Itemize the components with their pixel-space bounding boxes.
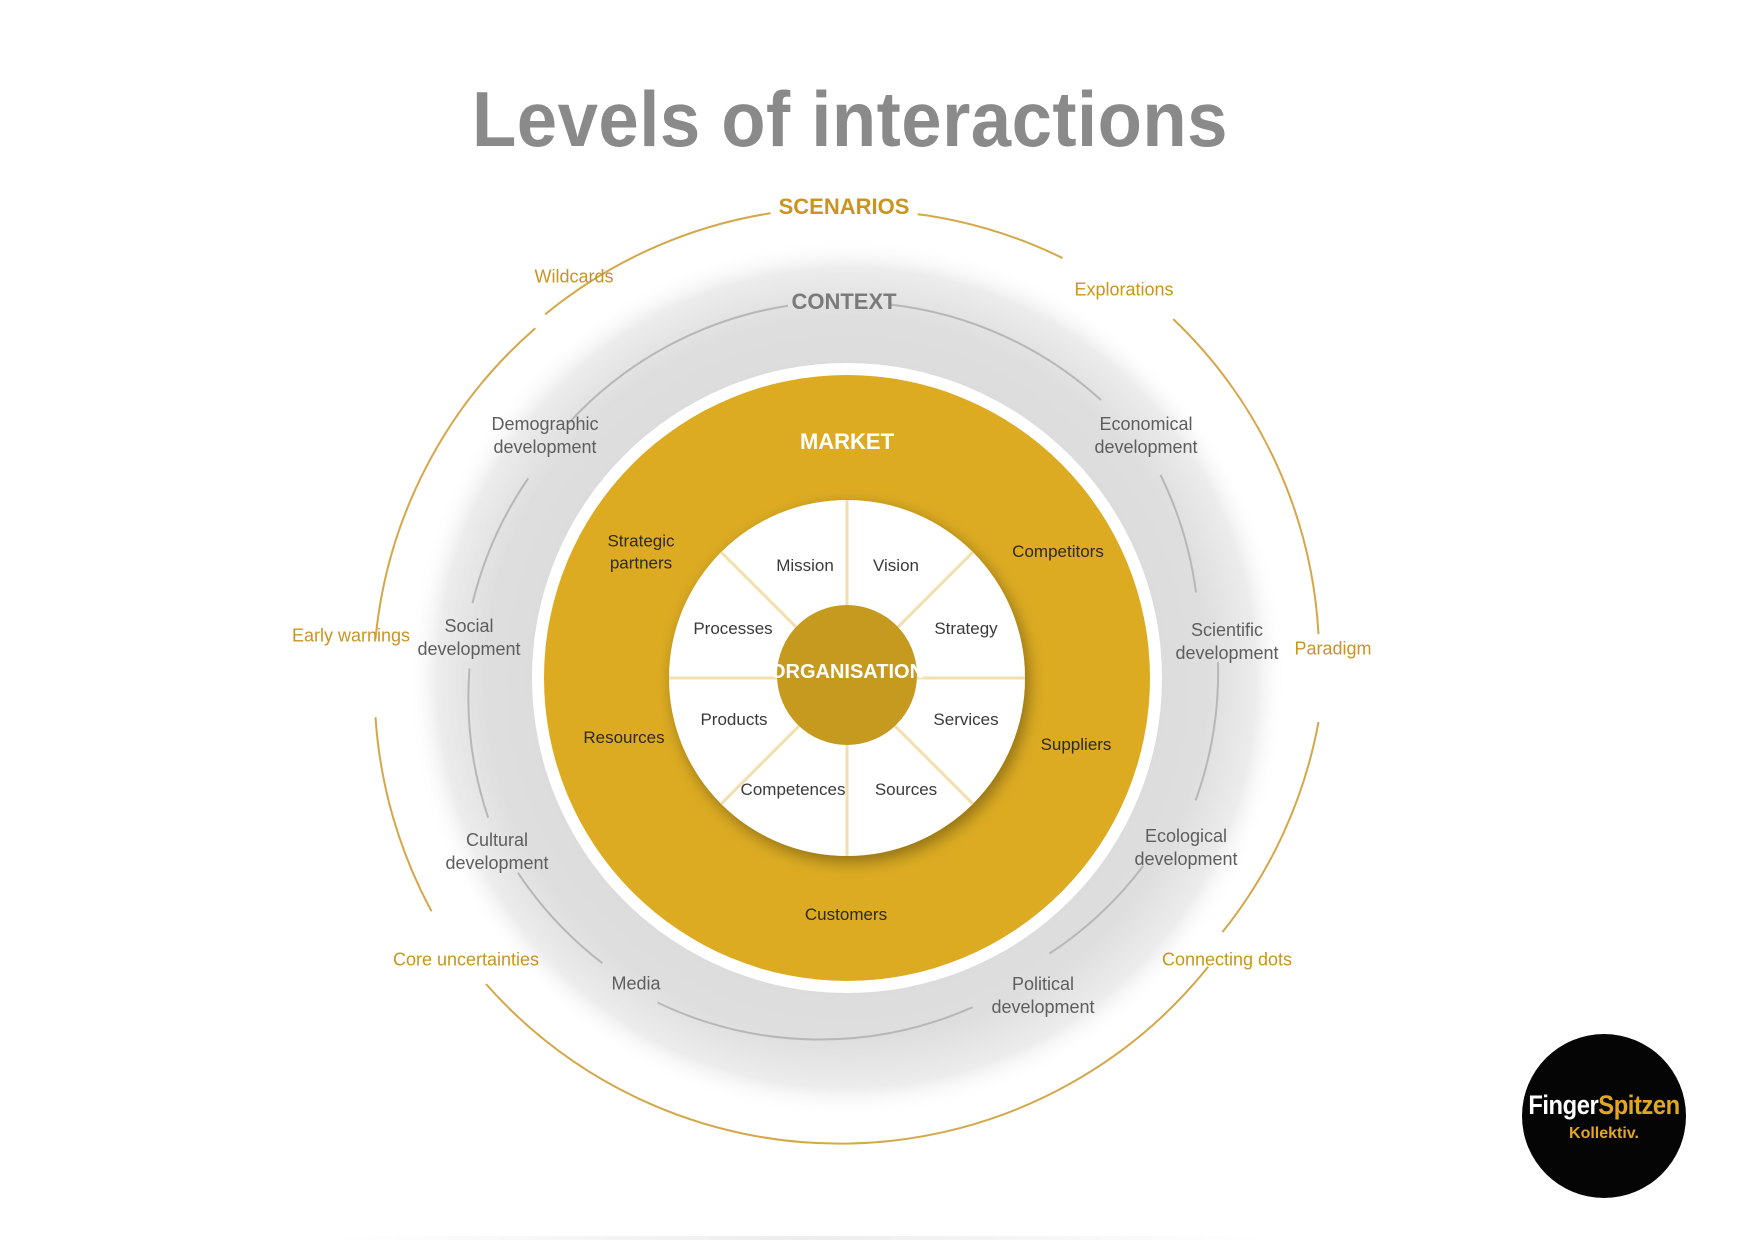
market-item-strategic-partners: Strategic partners	[607, 531, 675, 572]
context-ring-arc-bottom	[657, 1001, 974, 1041]
context-item-demographic: Demographic development	[491, 413, 599, 457]
scenarios-ring-arc-bottom	[485, 966, 1209, 1145]
organisation-item-processes: Processes	[693, 619, 773, 639]
context-item-economical: Economical development	[1094, 413, 1198, 457]
spoke-top-left	[720, 551, 802, 633]
logo-wordmark: FingerSpitzen	[1528, 1089, 1680, 1121]
scenario-item-early-warnings: Early warnings	[291, 625, 411, 646]
context-item-media: Media	[611, 973, 661, 994]
scenarios-ring-arc-left	[374, 327, 536, 639]
scenario-item-explorations: Explorations	[1074, 279, 1174, 300]
organisation-item-competences: Competences	[740, 780, 846, 800]
scenarios-ring-arc-left-lower	[374, 717, 433, 912]
market-item-resources: Resources	[583, 728, 665, 748]
market-item-competitors: Competitors	[1012, 542, 1104, 562]
context-ring-arc-left	[471, 477, 530, 604]
organisation-item-strategy: Strategy	[934, 619, 998, 639]
scenario-item-wildcards: Wildcards	[534, 266, 614, 287]
scenarios-ring-arc-right	[1172, 318, 1320, 635]
organisation-item-mission: Mission	[776, 556, 834, 576]
context-ring-arc-right	[1159, 474, 1197, 593]
bottom-shadow-line	[330, 1236, 1270, 1240]
context-ring-arc-top-right	[890, 303, 1102, 401]
spoke-bottom-right	[892, 723, 974, 805]
scenario-item-connecting-dots: Connecting dots	[1161, 949, 1293, 970]
context-item-scientific: Scientific development	[1175, 619, 1279, 663]
organisation-core	[777, 605, 917, 745]
organisation-core-title: ORGANISATION	[769, 661, 925, 684]
market-item-customers: Customers	[804, 905, 888, 925]
context-ring-arc-left-low	[517, 872, 604, 964]
spoke-bottom-left	[720, 723, 802, 805]
market-ring-title: MARKET	[799, 428, 895, 454]
organisation-item-services: Services	[933, 710, 999, 730]
market-item-suppliers: Suppliers	[1040, 735, 1112, 755]
fingerspitzen-logo: FingerSpitzen Kollektiv.	[1522, 1034, 1686, 1198]
scenario-item-core-uncertainties: Core uncertainties	[392, 949, 540, 970]
scenarios-ring-title: SCENARIOS	[770, 192, 918, 222]
logo-name-first: Finger	[1528, 1089, 1599, 1120]
context-item-social: Social development	[417, 615, 521, 659]
organisation-item-sources: Sources	[874, 780, 938, 800]
logo-subtitle: Kollektiv.	[1569, 1124, 1639, 1142]
context-item-political: Political development	[991, 973, 1095, 1017]
scenarios-ring-arc-right-lower	[1221, 721, 1320, 933]
organisation-item-products: Products	[700, 710, 768, 730]
organisation-item-vision: Vision	[873, 556, 919, 576]
context-ring-arc-right-low	[1048, 865, 1144, 955]
context-item-ecological: Ecological development	[1134, 825, 1238, 869]
context-ring-arc-left-mid	[467, 668, 490, 819]
context-ring-arc-top-left	[567, 304, 789, 425]
spoke-top-right	[892, 551, 974, 633]
scenarios-ring-arc-top-left	[544, 210, 783, 316]
scenario-item-paradigm: Paradigm	[1294, 638, 1372, 659]
context-ring-arc-right-mid	[1194, 662, 1220, 801]
context-item-cultural: Cultural development	[445, 829, 549, 873]
context-ring-title: CONTEXT	[791, 288, 897, 314]
page-title: Levels of interactions	[471, 75, 1229, 163]
logo-name-second: Spitzen	[1598, 1089, 1680, 1120]
